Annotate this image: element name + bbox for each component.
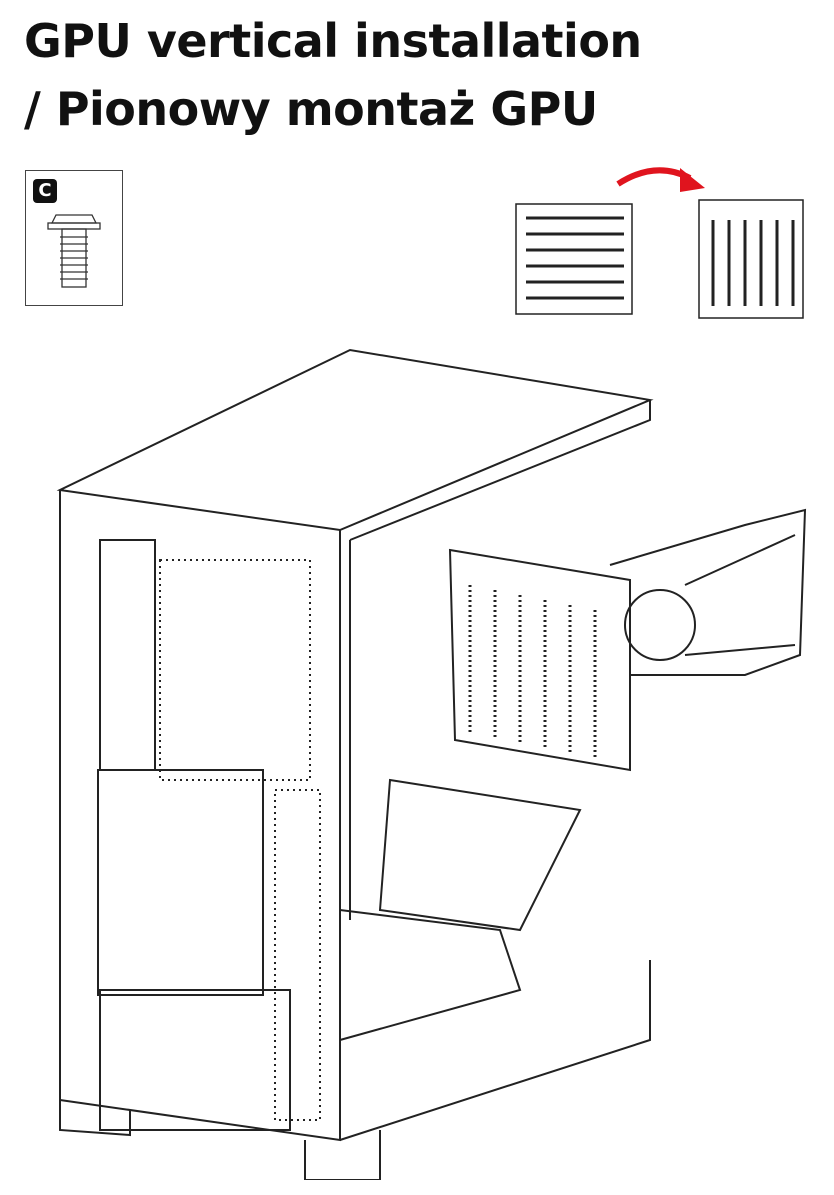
vertical-bracket-illustration [698,199,804,319]
rotate-arrow-icon [616,167,705,192]
screw-callout: C [25,170,123,306]
screw-label-badge: C [33,179,57,203]
gpu-illustration [448,508,807,772]
pc-case-illustration [56,348,654,1180]
horizontal-bracket-illustration [515,203,633,315]
screw-icon [47,214,101,288]
page-title-english: GPU vertical installation [24,14,642,68]
page-title-polish: / Pionowy montaż GPU [24,82,598,136]
